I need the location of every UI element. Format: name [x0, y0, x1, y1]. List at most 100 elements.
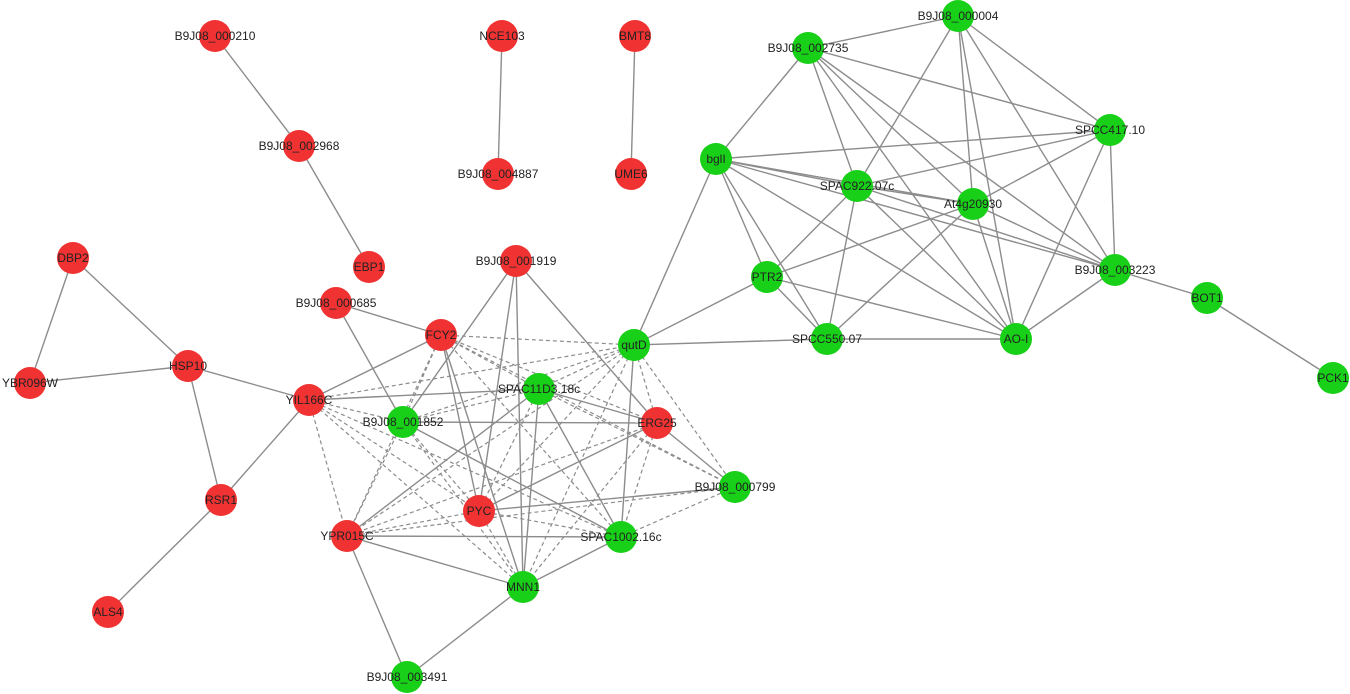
node-pyc[interactable]: PYC [463, 495, 495, 527]
node-circle[interactable] [1099, 254, 1131, 286]
node-yil166c[interactable]: YIL166C [286, 384, 333, 416]
node-pck1[interactable]: PCK1 [1317, 362, 1349, 394]
node-label: B9J08_001919 [476, 254, 557, 268]
node-bot1[interactable]: BOT1 [1191, 282, 1223, 314]
node-circle[interactable] [205, 484, 237, 516]
node-b9j08-000210[interactable]: B9J08_000210 [175, 20, 256, 52]
edge-yil166c-spac1002-16c [308, 399, 622, 538]
node-circle[interactable] [700, 143, 732, 175]
edge-b9j08-001852-erg25 [402, 421, 658, 424]
node-circle[interactable] [353, 251, 385, 283]
edge-b9j08-001919-erg25 [515, 260, 658, 424]
node-circle[interactable] [1191, 282, 1223, 314]
node-at4g20930[interactable]: At4g20930 [944, 188, 1002, 220]
node-circle[interactable] [957, 188, 989, 220]
edge-mnn1-b9j08-003491 [406, 586, 524, 678]
edge-pyc-ypr015c [346, 510, 480, 537]
node-circle[interactable] [615, 158, 647, 190]
edge-erg25-pyc [478, 422, 658, 512]
node-circle[interactable] [320, 287, 352, 319]
node-label: FCY2 [426, 328, 457, 342]
node-circle[interactable] [199, 20, 231, 52]
node-ebp1[interactable]: EBP1 [353, 251, 385, 283]
node-circle[interactable] [463, 495, 495, 527]
node-b9j08-003491[interactable]: B9J08_003491 [367, 661, 448, 693]
node-qutd[interactable]: qutD [618, 329, 650, 361]
node-nce103[interactable]: NCE103 [479, 20, 525, 52]
node-b9j08-004887[interactable]: B9J08_004887 [458, 158, 539, 190]
node-circle[interactable] [1000, 323, 1032, 355]
node-circle[interactable] [92, 596, 124, 628]
node-fcy2[interactable]: FCY2 [425, 319, 457, 351]
node-spcc550-07[interactable]: SPCC550.07 [792, 323, 862, 355]
node-ybr096w[interactable]: YBR096W [2, 367, 59, 399]
node-circle[interactable] [283, 130, 315, 162]
node-hsp10[interactable]: HSP10 [169, 350, 207, 382]
node-als4[interactable]: ALS4 [92, 596, 124, 628]
edge-nce103-b9j08-004887 [497, 35, 503, 175]
node-b9j08-000685[interactable]: B9J08_000685 [296, 287, 377, 319]
node-b9j08-001852[interactable]: B9J08_001852 [363, 406, 444, 438]
node-circle[interactable] [387, 406, 419, 438]
node-circle[interactable] [482, 158, 514, 190]
edge-qutd-ptr2 [633, 276, 768, 346]
node-b9j08-003223[interactable]: B9J08_003223 [1075, 254, 1156, 286]
node-circle[interactable] [14, 367, 46, 399]
node-mnn1[interactable]: MNN1 [506, 571, 540, 603]
node-circle[interactable] [719, 471, 751, 503]
node-b9j08-001919[interactable]: B9J08_001919 [476, 245, 557, 277]
node-ptr2[interactable]: PTR2 [751, 261, 783, 293]
edge-spac11d3-18c-mnn1 [522, 388, 540, 588]
node-circle[interactable] [792, 32, 824, 64]
edge-rsr1-als4 [107, 499, 222, 613]
edge-b9j08-001852-mnn1 [402, 421, 524, 588]
node-circle[interactable] [391, 661, 423, 693]
edge-qutd-pyc [478, 344, 635, 512]
node-circle[interactable] [751, 261, 783, 293]
edge-erg25-ypr015c [346, 422, 658, 537]
edge-b9j08-000004-at4g20930 [957, 15, 974, 205]
node-spac11d3-18c[interactable]: SPAC11D3.18c [498, 373, 580, 405]
node-rsr1[interactable]: RSR1 [205, 484, 237, 516]
node-circle[interactable] [507, 571, 539, 603]
edge-mnn1-spac1002-16c [522, 536, 622, 588]
node-spac922-07c[interactable]: SPAC922.07c [820, 170, 895, 202]
node-circle[interactable] [619, 20, 651, 52]
node-circle[interactable] [1317, 362, 1349, 394]
node-circle[interactable] [605, 521, 637, 553]
edge-b9j08-001852-spac11d3-18c [402, 388, 540, 423]
node-circle[interactable] [331, 520, 363, 552]
node-b9j08-000004[interactable]: B9J08_000004 [918, 0, 999, 32]
node-b9j08-002735[interactable]: B9J08_002735 [768, 32, 849, 64]
node-label: EBP1 [354, 260, 385, 274]
node-label: HSP10 [169, 359, 207, 373]
node-circle[interactable] [1094, 114, 1126, 146]
node-circle[interactable] [942, 0, 974, 32]
node-erg25[interactable]: ERG25 [637, 407, 677, 439]
node-label: B9J08_003223 [1075, 263, 1156, 277]
node-circle[interactable] [500, 245, 532, 277]
node-ao-i[interactable]: AO-I [1000, 323, 1032, 355]
node-circle[interactable] [841, 170, 873, 202]
node-dbp2[interactable]: DBP2 [57, 242, 89, 274]
node-ypr015c[interactable]: YPR015C [320, 520, 374, 552]
node-circle[interactable] [641, 407, 673, 439]
node-b9j08-000799[interactable]: B9J08_000799 [695, 471, 776, 503]
node-bmt8[interactable]: BMT8 [619, 20, 651, 52]
node-circle[interactable] [172, 350, 204, 382]
node-ume6[interactable]: UME6 [614, 158, 648, 190]
node-circle[interactable] [618, 329, 650, 361]
node-label: YPR015C [320, 529, 374, 543]
node-spcc417-10[interactable]: SPCC417.10 [1075, 114, 1145, 146]
node-circle[interactable] [57, 242, 89, 274]
node-circle[interactable] [425, 319, 457, 351]
node-circle[interactable] [486, 20, 518, 52]
node-circle[interactable] [293, 384, 325, 416]
node-spac1002-16c[interactable]: SPAC1002.16c [580, 521, 662, 553]
node-circle[interactable] [811, 323, 843, 355]
node-bgli[interactable]: bglI [700, 143, 732, 175]
edge-qutd-b9j08-000799 [633, 344, 736, 488]
node-circle[interactable] [523, 373, 555, 405]
node-b9j08-002968[interactable]: B9J08_002968 [259, 130, 340, 162]
